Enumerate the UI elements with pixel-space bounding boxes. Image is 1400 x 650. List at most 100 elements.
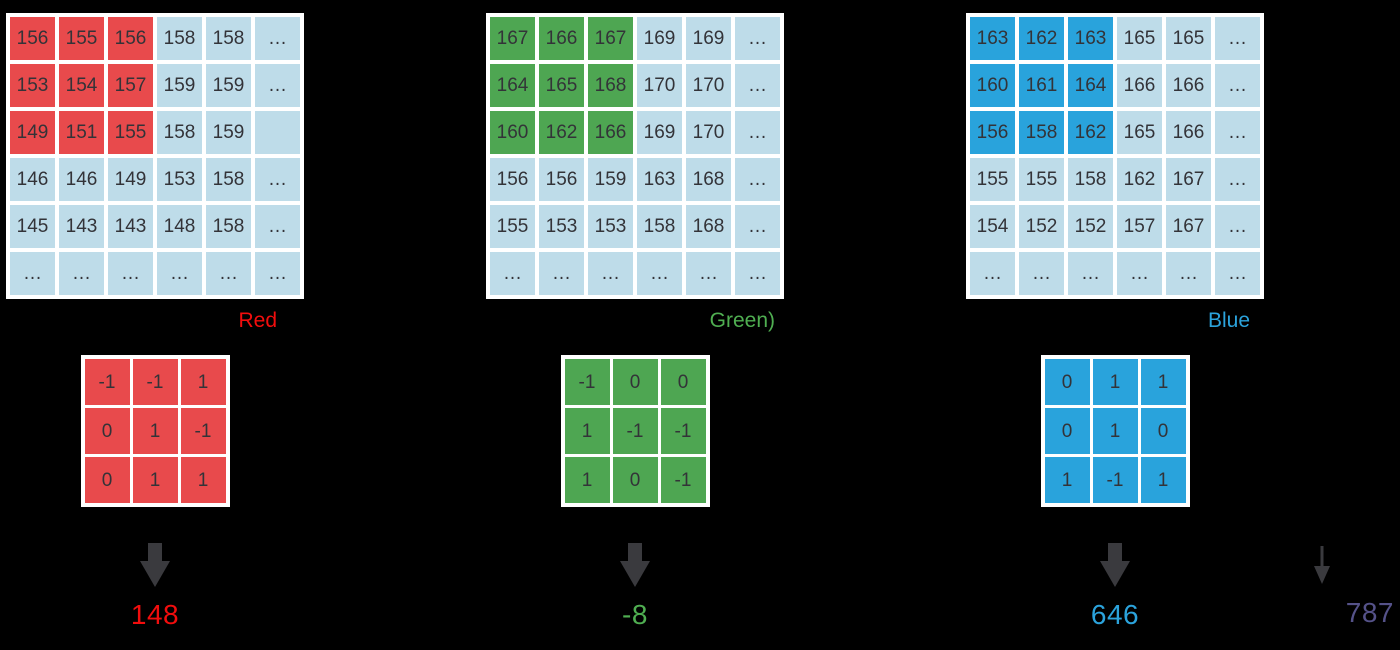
pixel-cell: 165 <box>1117 17 1162 60</box>
pixel-cell: 153 <box>588 205 633 248</box>
blue-result-value: 646 <box>1090 599 1140 630</box>
pixel-cell: 164 <box>490 64 535 107</box>
pixel-cell: 0 <box>1140 408 1186 454</box>
pixel-cell: … <box>157 252 202 295</box>
pixel-cell: 149 <box>10 111 55 154</box>
red-result-value: 148 <box>130 599 180 630</box>
down-arrow-icon <box>620 543 650 587</box>
pixel-cell: 169 <box>637 111 682 154</box>
pixel-cell: 1 <box>1140 457 1186 503</box>
pixel-cell: … <box>1215 17 1260 60</box>
pixel-cell: 156 <box>970 111 1015 154</box>
pixel-cell: 1 <box>132 457 178 503</box>
pixel-cell: … <box>735 17 780 60</box>
pixel-cell: -1 <box>612 408 658 454</box>
pixel-cell: … <box>255 158 300 201</box>
pixel-cell: 170 <box>686 64 731 107</box>
thin-down-arrow-icon <box>1314 546 1330 584</box>
pixel-cell: 162 <box>1068 111 1113 154</box>
pixel-cell: … <box>735 158 780 201</box>
pixel-cell: 0 <box>84 457 130 503</box>
pixel-cell: 153 <box>539 205 584 248</box>
pixel-cell: 146 <box>10 158 55 201</box>
pixel-cell: 1 <box>1044 457 1090 503</box>
pixel-cell: 155 <box>108 111 153 154</box>
pixel-cell: … <box>637 252 682 295</box>
pixel-cell: 145 <box>10 205 55 248</box>
pixel-cell: -1 <box>132 359 178 405</box>
pixel-cell: 165 <box>539 64 584 107</box>
pixel-cell: 159 <box>206 111 251 154</box>
pixel-cell: 153 <box>10 64 55 107</box>
pixel-cell: … <box>59 252 104 295</box>
pixel-cell: 156 <box>490 158 535 201</box>
pixel-cell: 0 <box>1044 408 1090 454</box>
pixel-cell: -1 <box>84 359 130 405</box>
pixel-cell: 162 <box>1117 158 1162 201</box>
pixel-cell: … <box>735 252 780 295</box>
pixel-cell: 148 <box>157 205 202 248</box>
blue-channel-label: Blue <box>1207 309 1250 332</box>
pixel-cell: 146 <box>59 158 104 201</box>
pixel-cell: 165 <box>1117 111 1162 154</box>
pixel-cell: 158 <box>1068 158 1113 201</box>
pixel-cell: 154 <box>59 64 104 107</box>
pixel-cell: 166 <box>539 17 584 60</box>
pixel-cell: -1 <box>660 408 706 454</box>
pixel-cell: -1 <box>180 408 226 454</box>
pixel-cell: 1 <box>132 408 178 454</box>
green-result-value: -8 <box>622 599 648 630</box>
pixel-cell: … <box>255 205 300 248</box>
pixel-cell: 169 <box>686 17 731 60</box>
pixel-cell: … <box>970 252 1015 295</box>
pixel-cell: 151 <box>59 111 104 154</box>
pixel-cell: … <box>255 64 300 107</box>
pixel-cell: 158 <box>157 17 202 60</box>
pixel-cell: … <box>735 111 780 154</box>
pixel-cell: 166 <box>1117 64 1162 107</box>
pixel-cell: … <box>108 252 153 295</box>
pixel-cell: 166 <box>1166 111 1211 154</box>
pixel-cell: 1 <box>1140 359 1186 405</box>
pixel-cell: 170 <box>686 111 731 154</box>
pixel-cell: 152 <box>1019 205 1064 248</box>
pixel-cell: 156 <box>10 17 55 60</box>
red-channel-label: Red <box>238 309 277 332</box>
pixel-cell: 153 <box>157 158 202 201</box>
pixel-cell: 143 <box>59 205 104 248</box>
pixel-cell: 162 <box>1019 17 1064 60</box>
pixel-cell: 163 <box>970 17 1015 60</box>
pixel-cell: -1 <box>660 457 706 503</box>
pixel-cell: 0 <box>1044 359 1090 405</box>
pixel-cell: 1 <box>564 408 610 454</box>
pixel-cell: 0 <box>612 359 658 405</box>
pixel-cell: … <box>1117 252 1162 295</box>
pixel-cell: -1 <box>564 359 610 405</box>
pixel-cell: 160 <box>490 111 535 154</box>
pixel-cell: 0 <box>612 457 658 503</box>
pixel-cell: … <box>1068 252 1113 295</box>
pixel-cell: 152 <box>1068 205 1113 248</box>
pixel-cell: … <box>1215 111 1260 154</box>
pixel-cell: 1 <box>564 457 610 503</box>
pixel-cell: 155 <box>490 205 535 248</box>
pixel-cell: 162 <box>539 111 584 154</box>
pixel-cell: 155 <box>59 17 104 60</box>
pixel-cell: … <box>255 17 300 60</box>
pixel-cell: … <box>686 252 731 295</box>
pixel-cell: 158 <box>637 205 682 248</box>
pixel-cell: 1 <box>180 457 226 503</box>
pixel-cell: … <box>735 205 780 248</box>
pixel-cell: 158 <box>157 111 202 154</box>
pixel-cell: 154 <box>970 205 1015 248</box>
green-channel-label: Green) <box>709 309 775 332</box>
pixel-cell: 156 <box>539 158 584 201</box>
pixel-cell: … <box>10 252 55 295</box>
down-arrow-icon <box>140 543 170 587</box>
pixel-cell: 163 <box>1068 17 1113 60</box>
pixel-cell: -1 <box>1092 457 1138 503</box>
pixel-cell: 168 <box>686 158 731 201</box>
